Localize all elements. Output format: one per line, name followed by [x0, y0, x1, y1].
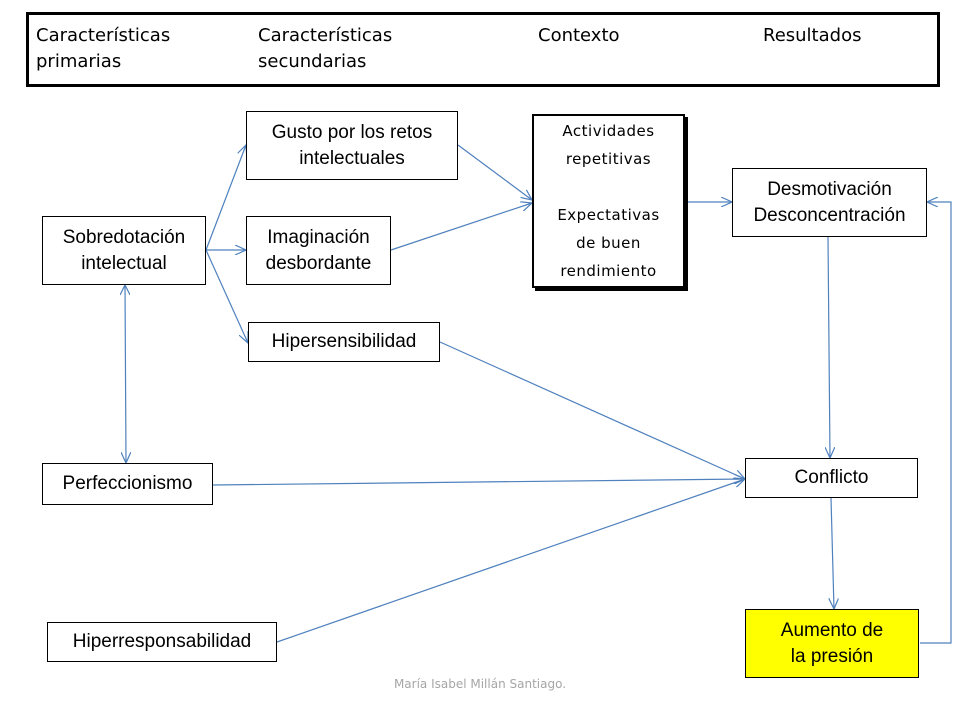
- node-hipersensibilidad-label: Hipersensibilidad: [271, 331, 417, 352]
- node-gusto-label: Gusto por los retos intelectuales: [271, 121, 433, 169]
- node-conflicto-label: Conflicto: [794, 467, 869, 488]
- node-imaginacion: Imaginación desbordante: [246, 216, 391, 285]
- node-hipersensibilidad: Hipersensibilidad: [248, 322, 440, 362]
- header-results: Resultados: [763, 25, 862, 46]
- node-imaginacion-label: Imaginación desbordante: [265, 226, 372, 274]
- footer-credit: María Isabel Millán Santiago.: [393, 677, 567, 691]
- arrow-sobredotacion-perfeccionismo: [125, 285, 126, 463]
- arrow-conflicto-aumento: [831, 497, 834, 609]
- header-context: Contexto: [538, 25, 620, 46]
- node-contexto-label: Actividades repetitivas Expectativas de …: [557, 122, 660, 280]
- arrow-hiperresponsabilidad-conflicto: [276, 479, 745, 643]
- arrow-aumento-desmotivacion: [920, 202, 952, 644]
- arrow-imaginacion-contexto: [390, 203, 532, 251]
- node-gusto-retos: Gusto por los retos intelectuales: [246, 111, 458, 180]
- arrow-hipersensibilidad-conflicto: [439, 341, 745, 479]
- arrow-gusto-contexto: [457, 144, 532, 200]
- node-hiperresponsabilidad-label: Hiperresponsabilidad: [72, 631, 252, 652]
- node-contexto: Actividades repetitivas Expectativas de …: [532, 114, 685, 288]
- header-band: [26, 12, 940, 87]
- node-desmotivacion-label: Desmotivación Desconcentración: [753, 178, 906, 226]
- arrow-desmotivacion-conflicto: [828, 236, 830, 458]
- node-desmotivacion: Desmotivación Desconcentración: [732, 168, 927, 237]
- node-sobredotacion-intelectual: Sobredotación intelectual: [42, 216, 206, 285]
- node-aumento-presion: Aumento de la presión: [745, 609, 919, 678]
- node-perfeccionismo: Perfeccionismo: [42, 463, 213, 505]
- node-hiperresponsabilidad: Hiperresponsabilidad: [47, 622, 277, 662]
- node-aumento-label: Aumento de la presión: [780, 619, 884, 667]
- arrow-sobredotacion-hipersensibilidad: [205, 249, 248, 343]
- node-sobredotacion-label: Sobredotación intelectual: [62, 226, 186, 274]
- header-secondary: Características secundarias: [258, 25, 393, 72]
- header-primary: Características primarias: [36, 25, 171, 72]
- arrow-sobredotacion-gusto: [205, 145, 246, 251]
- node-conflicto: Conflicto: [745, 458, 918, 498]
- node-perfeccionismo-label: Perfeccionismo: [62, 473, 193, 494]
- arrow-perfeccionismo-conflicto: [212, 479, 745, 486]
